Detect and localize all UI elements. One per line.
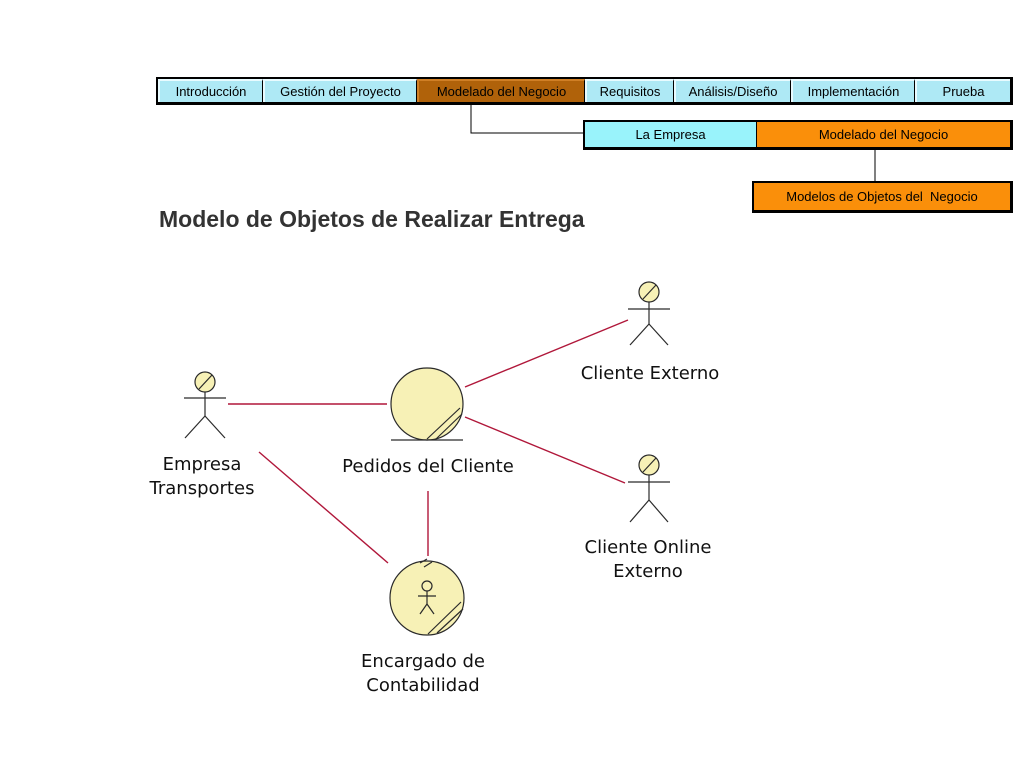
worker-encargado-contabilidad-icon[interactable] bbox=[389, 558, 465, 636]
link-pedidos-cliente-online bbox=[464, 416, 626, 484]
actor-cliente-externo-icon[interactable] bbox=[628, 281, 670, 346]
subnav-item-modelado-negocio[interactable]: Modelado del Negocio bbox=[757, 122, 1010, 147]
actor-empresa-transportes-icon[interactable] bbox=[184, 371, 226, 439]
subnav-bar: La Empresa Modelado del Negocio bbox=[583, 120, 1013, 150]
label-empresa-transportes: Empresa Transportes bbox=[149, 454, 255, 499]
leaf-item-modelos-objetos[interactable]: Modelos de Objetos del Negocio bbox=[752, 181, 1013, 213]
nav-item-analisis-diseno[interactable]: Análisis/Diseño bbox=[674, 79, 791, 102]
nav-item-introduccion[interactable]: Introducción bbox=[158, 79, 263, 102]
nav-item-modelado-negocio[interactable]: Modelado del Negocio bbox=[417, 79, 585, 102]
subnav-item-la-empresa[interactable]: La Empresa bbox=[585, 122, 757, 147]
link-pedidos-cliente-externo bbox=[464, 319, 629, 388]
label-cliente-online-externo: Cliente Online Externo bbox=[584, 537, 712, 582]
actor-cliente-online-icon[interactable] bbox=[628, 454, 670, 523]
nav-connector-lines bbox=[470, 105, 876, 182]
label-encargado-contabilidad: Encargado de Contabilidad bbox=[361, 651, 485, 696]
association-links bbox=[228, 319, 629, 564]
page-title: Modelo de Objetos de Realizar Entrega bbox=[159, 206, 585, 232]
connector-modelado-to-subnav bbox=[470, 105, 585, 134]
nav-item-requisitos[interactable]: Requisitos bbox=[585, 79, 674, 102]
nav-item-gestion-proyecto[interactable]: Gestión del Proyecto bbox=[263, 79, 417, 102]
entity-pedidos-cliente-icon[interactable] bbox=[390, 367, 464, 441]
label-pedidos-cliente: Pedidos del Cliente bbox=[342, 456, 514, 477]
link-empresa-encargado bbox=[258, 451, 389, 564]
label-cliente-externo: Cliente Externo bbox=[580, 363, 720, 384]
nav-item-prueba[interactable]: Prueba bbox=[915, 79, 1010, 102]
process-nav-bar: Introducción Gestión del Proyecto Modela… bbox=[156, 77, 1013, 105]
nav-item-implementacion[interactable]: Implementación bbox=[791, 79, 915, 102]
